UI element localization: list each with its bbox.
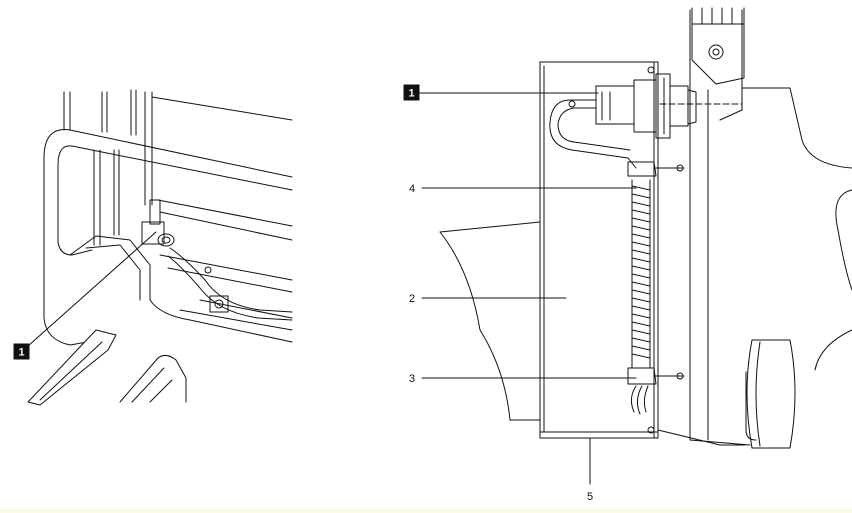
right-callout-2-label: 2 <box>409 293 415 305</box>
right-callout-2: 2 <box>409 293 567 305</box>
handle-bracket <box>43 129 293 346</box>
right-callout-5-label: 5 <box>587 491 593 503</box>
roller-wheel <box>745 339 796 449</box>
right-callout-1-box <box>403 84 420 101</box>
cable-run <box>167 247 293 321</box>
machine-body-outline <box>439 87 852 446</box>
left-figure: 1 <box>13 89 293 406</box>
right-callout-3-label: 3 <box>409 373 415 385</box>
right-callout-1: 1 <box>403 84 599 101</box>
right-callout-1-label: 1 <box>408 88 414 100</box>
bottom-strip <box>0 508 852 513</box>
right-callout-4-label: 4 <box>409 183 415 195</box>
lower-wedge-shapes <box>27 329 187 406</box>
hinge-bracket <box>691 7 745 85</box>
right-figure: 1 4 2 3 5 <box>403 7 852 503</box>
switch-assembly <box>141 199 229 313</box>
right-callout-4: 4 <box>409 183 637 195</box>
left-callout-1-box <box>13 343 30 360</box>
mounting-plate <box>689 9 751 446</box>
switch-cable <box>549 99 637 169</box>
left-callout-1: 1 <box>13 231 157 360</box>
right-callout-5: 5 <box>587 437 593 503</box>
switch-box-panel <box>539 61 659 439</box>
left-callout-1-label: 1 <box>18 347 24 359</box>
coiled-cable <box>627 161 685 415</box>
right-callout-3: 3 <box>409 373 637 385</box>
limit-switch <box>595 73 697 139</box>
door-frame-rails <box>63 89 293 246</box>
